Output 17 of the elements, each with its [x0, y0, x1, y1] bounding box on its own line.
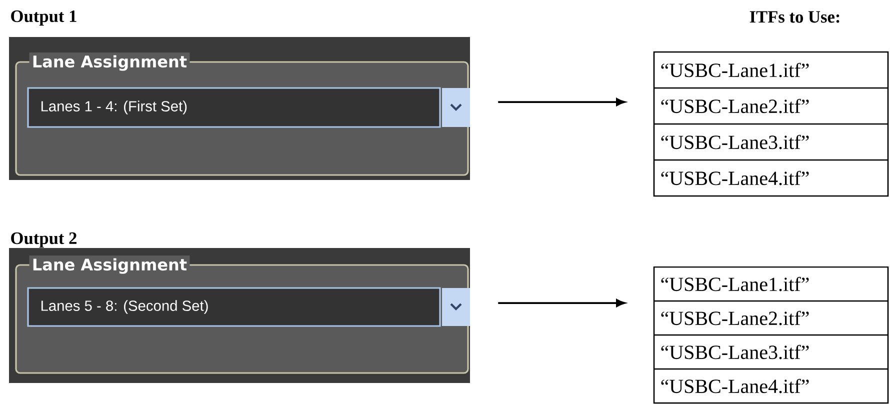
section-heading: Output 1 [11, 10, 76, 26]
table-cell: “USBC-Lane2.itf” [661, 98, 809, 114]
dropdown: Lanes 5 - 8: (Second Set) [27, 287, 470, 327]
column-heading: ITFs to Use: [750, 11, 840, 23]
file-table [653, 51, 889, 197]
table-cell: “USBC-Lane3.itf” [661, 134, 809, 150]
table-cell: “USBC-Lane1.itf” [661, 62, 809, 78]
table-cell: “USBC-Lane2.itf” [661, 310, 809, 326]
table-cell: “USBC-Lane4.itf” [661, 378, 809, 394]
table-cell: “USBC-Lane1.itf” [661, 276, 809, 292]
arrow [498, 98, 626, 106]
dropdown: Lanes 1 - 4: (First Set) [27, 87, 470, 128]
table-cell: “USBC-Lane4.itf” [661, 170, 809, 186]
section-heading: Output 2 [11, 232, 76, 248]
file-table [653, 266, 889, 404]
arrow [498, 299, 626, 307]
table-cell: “USBC-Lane3.itf” [661, 344, 809, 360]
